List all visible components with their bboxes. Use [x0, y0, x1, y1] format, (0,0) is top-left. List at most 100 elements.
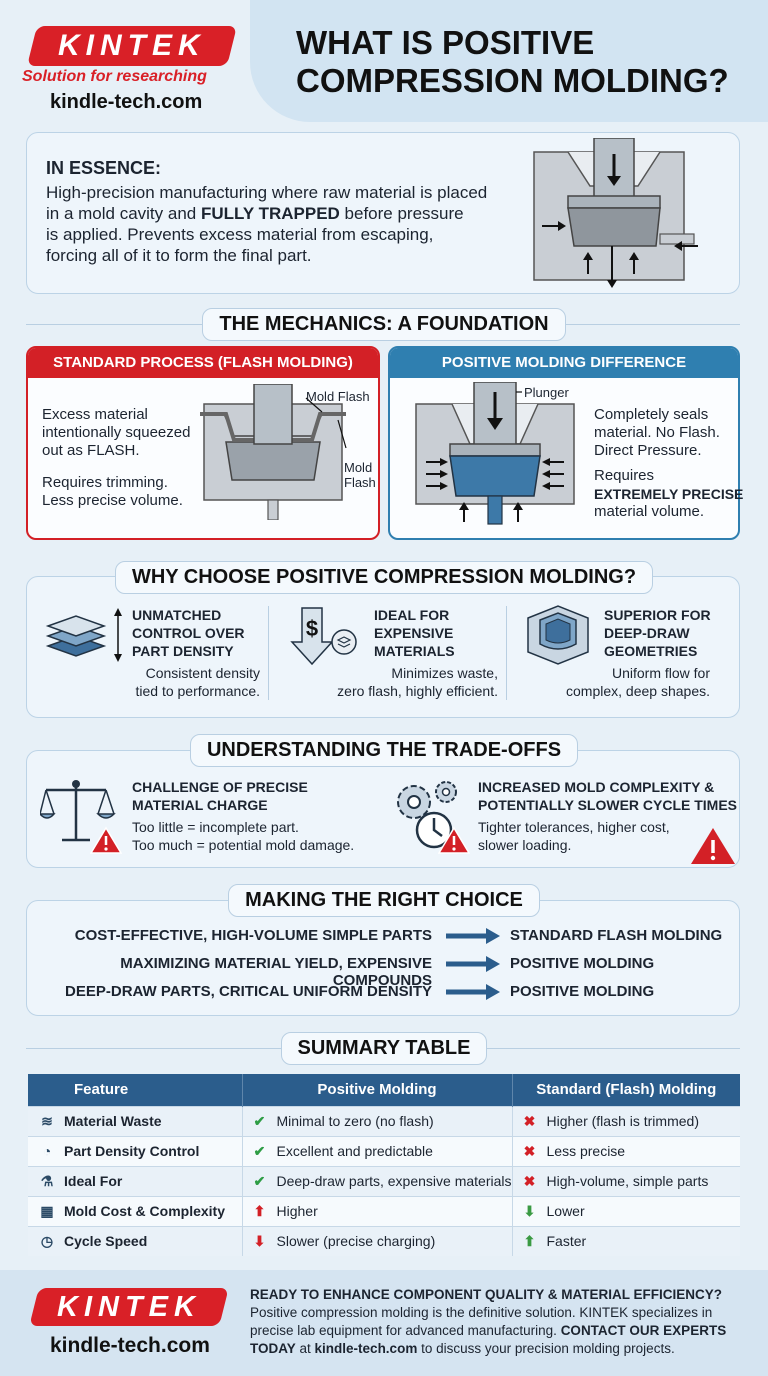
choice-row: DEEP-DRAW PARTS, CRITICAL UNIFORM DENSIT…	[28, 980, 740, 1004]
choice-panel	[26, 900, 740, 1016]
mold-flash-label-side: Mold Flash	[344, 460, 376, 490]
desc-line: zero flash, highly efficient.	[337, 683, 498, 699]
mechanics-title: THE MECHANICS: A FOUNDATION	[0, 308, 768, 341]
positive-cell: ⬇Slower (precise charging)	[241, 1225, 513, 1256]
title-line: POTENTIALLY SLOWER CYCLE TIMES	[478, 797, 738, 813]
essence-emph: FULLY TRAPPED	[200, 204, 340, 223]
title-line: MATERIALS	[374, 643, 455, 659]
table-row: ⚗Ideal For ✔Deep-draw parts, expensive m…	[28, 1165, 740, 1196]
tradeoffs-panel	[26, 750, 740, 868]
desc-line: Too much = potential mold damage.	[132, 837, 355, 853]
standard-cell: ✖ Less precise	[512, 1135, 740, 1166]
positive-text: Minimal to zero (no flash)	[276, 1112, 434, 1129]
cross-icon: ✖	[523, 1142, 536, 1159]
flask-icon: ⚗	[40, 1172, 54, 1189]
tradeoffs-title: UNDERSTANDING THE TRADE-OFFS	[0, 734, 768, 767]
positive-molding-header: POSITIVE MOLDING DIFFERENCE	[390, 348, 738, 378]
plunger-label: Plunger	[524, 385, 569, 400]
text-line: Completely seals	[594, 406, 709, 423]
text-line: Less precise volume.	[42, 492, 183, 509]
why-title: WHY CHOOSE POSITIVE COMPRESSION MOLDING?	[0, 561, 768, 594]
desc-line: Consistent density	[145, 665, 260, 681]
check-icon: ✔	[253, 1142, 266, 1159]
title-line-2: COMPRESSION MOLDING?	[296, 62, 729, 99]
why-item-title: UNMATCHED CONTROL OVER PART DENSITY	[132, 606, 245, 660]
tagline: Solution for researching	[22, 68, 207, 85]
label-line: Mold	[344, 460, 373, 475]
essence-line: forcing all of it to form the final part…	[46, 246, 312, 265]
positive-cell: ✔Minimal to zero (no flash)	[241, 1105, 513, 1136]
title-line: DEEP-DRAW	[604, 625, 690, 641]
table-header-row: Feature Positive Molding Standard (Flash…	[28, 1074, 740, 1106]
desc-line: Tighter tolerances, higher cost,	[478, 819, 670, 835]
standard-text-1: Excess material intentionally squeezed o…	[42, 406, 190, 460]
check-icon: ✔	[253, 1172, 266, 1189]
footer-site-link[interactable]: kindle-tech.com	[50, 1334, 210, 1357]
timer-icon: ◷	[40, 1232, 54, 1249]
table-row: ≋Material Waste ✔Minimal to zero (no fla…	[28, 1105, 740, 1136]
choice-title-text: MAKING THE RIGHT CHOICE	[228, 884, 540, 917]
arrow-right-icon	[446, 984, 500, 1000]
dollar-arrow-icon: $	[290, 607, 357, 666]
footer-inline-link[interactable]: kindle-tech.com	[314, 1341, 418, 1356]
tradeoff-title: CHALLENGE OF PRECISE MATERIAL CHARGE	[132, 778, 308, 814]
choice-row: COST-EFFECTIVE, HIGH-VOLUME SIMPLE PARTS…	[28, 924, 740, 948]
desc-line: complex, deep shapes.	[566, 683, 710, 699]
feature-text: Mold Cost & Complexity	[64, 1202, 226, 1219]
site-link[interactable]: kindle-tech.com	[50, 91, 203, 113]
mechanics-title-text: THE MECHANICS: A FOUNDATION	[202, 308, 566, 341]
cta-frag: at	[295, 1341, 315, 1356]
standard-cell: ⬆Faster	[512, 1225, 740, 1256]
svg-text:$: $	[306, 616, 318, 641]
warning-icon	[438, 826, 470, 854]
col-feature: Feature	[28, 1074, 242, 1106]
essence-heading: IN ESSENCE:	[46, 158, 162, 178]
choice-left: MAXIMIZING MATERIAL YIELD, EXPENSIVE COM…	[120, 955, 432, 989]
summary-title: SUMMARY TABLE	[0, 1032, 768, 1065]
table-row: ◷Cycle Speed ⬇Slower (precise charging) …	[28, 1225, 740, 1256]
cta-line: Positive compression molding is the defi…	[250, 1305, 713, 1320]
standard-text: Higher (flash is trimmed)	[546, 1112, 699, 1129]
standard-text: Less precise	[546, 1142, 626, 1159]
positive-text-2: Requires EXTREMELY PRECISE material volu…	[594, 467, 743, 521]
essence-line: is applied. Prevents excess material fro…	[46, 225, 434, 244]
standard-cell: ✖High-volume, simple parts	[512, 1165, 740, 1196]
feature-cell: ▦ Mold Cost & Complexity	[28, 1195, 242, 1226]
standard-process-card: STANDARD PROCESS (FLASH MOLDING)	[26, 346, 380, 540]
positive-cell: ⬆Higher	[241, 1195, 513, 1226]
kintek-logo[interactable]: KINTEK	[27, 26, 237, 66]
text-line: EXTREMELY PRECISE	[594, 486, 744, 502]
label-line: Flash	[344, 475, 376, 490]
title-line: IDEAL FOR	[374, 607, 450, 623]
standard-text-2: Requires trimming. Less precise volume.	[42, 474, 183, 510]
positive-text: Slower (precise charging)	[276, 1232, 436, 1249]
warning-icon	[90, 826, 122, 854]
standard-cell: ⬇Lower	[512, 1195, 740, 1226]
choice-left: COST-EFFECTIVE, HIGH-VOLUME SIMPLE PARTS	[74, 927, 432, 944]
kintek-logo-footer[interactable]: KINTEK	[29, 1288, 229, 1326]
arrow-right-icon	[446, 928, 500, 944]
gauge-icon: ◔	[42, 1143, 52, 1159]
essence-frag: in a mold cavity and	[46, 204, 201, 223]
essence-frag: before pressure	[339, 204, 464, 223]
tradeoff-title: INCREASED MOLD COMPLEXITY & POTENTIALLY …	[478, 778, 737, 814]
title-line: INCREASED MOLD COMPLEXITY &	[478, 779, 715, 795]
feature-text: Material Waste	[64, 1112, 162, 1129]
desc-line: tied to performance.	[135, 683, 260, 699]
contact-experts-link[interactable]: CONTACT OUR EXPERTS	[560, 1323, 727, 1338]
table-row: ▦ Mold Cost & Complexity ⬆Higher ⬇Lower	[28, 1195, 740, 1226]
summary-table: Feature Positive Molding Standard (Flash…	[28, 1074, 740, 1256]
tradeoff-desc: Tighter tolerances, higher cost, slower …	[478, 818, 670, 854]
feature-cell: ◔Part Density Control	[28, 1135, 242, 1166]
positive-mold-diagram-icon	[533, 138, 698, 288]
title-line: CONTROL OVER	[132, 625, 245, 641]
feature-cell: ⚗Ideal For	[28, 1165, 242, 1196]
logo-text: KINTEK	[57, 1291, 201, 1323]
positive-cell: ✔Deep-draw parts, expensive materials	[241, 1165, 513, 1196]
tradeoffs-title-text: UNDERSTANDING THE TRADE-OFFS	[189, 734, 579, 767]
cost-calculator-icon: ▦	[40, 1202, 54, 1219]
essence-line: in a mold cavity and FULLY TRAPPED befor…	[46, 203, 526, 224]
choice-right: POSITIVE MOLDING	[510, 983, 655, 1000]
why-item-desc: Consistent density tied to performance.	[50, 664, 260, 700]
feature-cell: ◷Cycle Speed	[28, 1225, 242, 1256]
